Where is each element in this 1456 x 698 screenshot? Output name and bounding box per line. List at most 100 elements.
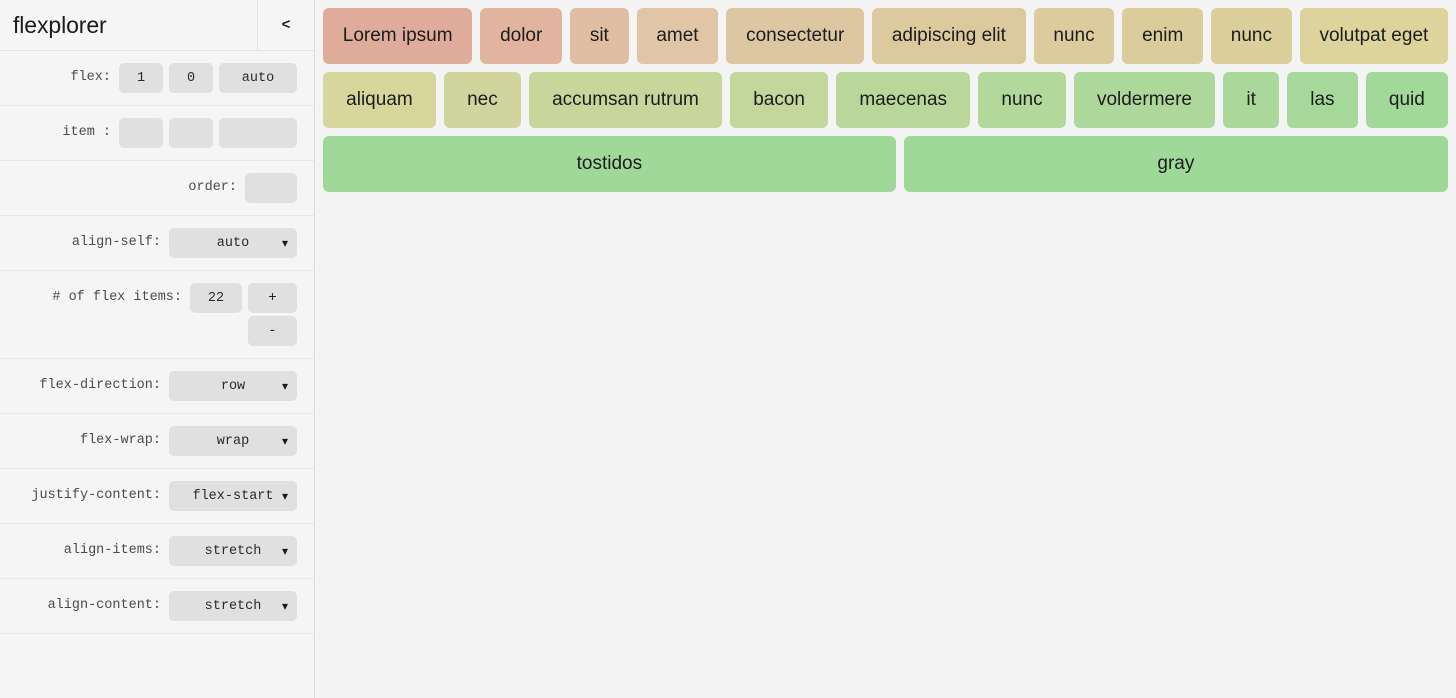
control-row-flex: flex: — [0, 51, 314, 106]
item-input-1[interactable] — [119, 118, 163, 148]
flex-item[interactable]: nunc — [978, 72, 1066, 128]
justify-content-select-wrap: flex-startflex-endcenterspace-betweenspa… — [169, 481, 297, 511]
flex-item[interactable]: bacon — [730, 72, 829, 128]
flex-item-count-input[interactable] — [190, 283, 242, 313]
flex-item[interactable]: enim — [1122, 8, 1204, 64]
flex-item[interactable]: nunc — [1033, 8, 1115, 64]
flex-item-label: enim — [1142, 25, 1184, 46]
control-label-flex-direction: flex-direction: — [39, 378, 161, 393]
flex-item-label: voldermere — [1096, 89, 1192, 110]
control-label-align-content: align-content: — [47, 598, 161, 613]
flex-item[interactable]: dolor — [480, 8, 563, 64]
control-fields-align-content: stretchflex-startflex-endcenterspace-bet… — [169, 591, 297, 621]
flex-item-label: sit — [589, 25, 609, 46]
align-content-select[interactable]: stretchflex-startflex-endcenterspace-bet… — [169, 591, 297, 621]
flex-item-label: accumsan rutrum — [552, 89, 699, 110]
flex-item-label: gray — [1157, 153, 1195, 174]
flex-item[interactable]: nec — [443, 72, 521, 128]
flex-item-label: amet — [656, 25, 699, 46]
control-label-align-items: align-items: — [63, 543, 161, 558]
item-input-3[interactable] — [219, 118, 297, 148]
decrement-items-button[interactable]: - — [248, 316, 297, 346]
control-fields-flex — [119, 63, 297, 93]
flex-wrap-select[interactable]: nowrapwrapwrap-reverse — [169, 426, 297, 456]
control-fields-flex-item-count: +- — [190, 283, 297, 346]
control-label-order: order: — [188, 180, 237, 195]
flex-item[interactable]: sit — [570, 8, 629, 64]
flex-item[interactable]: maecenas — [836, 72, 971, 128]
flex-item-label: nunc — [1230, 25, 1272, 46]
flex-input-2[interactable] — [169, 63, 213, 93]
control-label-flex: flex: — [70, 70, 111, 85]
control-fields-align-items: stretchflex-startflex-endcenterbaseline — [169, 536, 297, 566]
order-input[interactable] — [245, 173, 297, 203]
flex-item-label: nunc — [1001, 89, 1043, 110]
control-row-align-self: align-self: autoflex-startflex-endcenterb… — [0, 216, 314, 271]
control-row-order: order: — [0, 161, 314, 216]
flex-item[interactable]: nunc — [1211, 8, 1292, 64]
flex-item[interactable]: Lorem ipsum — [323, 8, 473, 64]
flex-item-label: volutpat eget — [1319, 25, 1429, 46]
control-row-flex-item-count: # of flex items: +- — [0, 271, 314, 359]
app-title: flexplorer — [13, 11, 107, 38]
control-fields-justify-content: flex-startflex-endcenterspace-betweenspa… — [169, 481, 297, 511]
justify-content-select[interactable]: flex-startflex-endcenterspace-betweenspa… — [169, 481, 297, 511]
flex-item-label: maecenas — [859, 89, 948, 110]
sidebar-header: flexplorer < — [0, 0, 314, 51]
flex-item-label: dolor — [500, 25, 543, 46]
flex-item[interactable]: las — [1287, 72, 1358, 128]
control-fields-flex-direction: rowrow-reversecolumncolumn-reverse — [169, 371, 297, 401]
control-row-flex-wrap: flex-wrap: nowrapwrapwrap-reverse — [0, 414, 314, 469]
control-label-justify-content: justify-content: — [31, 488, 161, 503]
flex-item-label: it — [1246, 89, 1256, 110]
flex-item-label: Lorem ipsum — [342, 25, 453, 46]
flex-item[interactable]: tostidos — [323, 136, 896, 192]
chevron-left-icon[interactable]: < — [257, 0, 314, 50]
flex-item-count-stepper: +- — [248, 283, 297, 346]
control-row-item: item : — [0, 106, 314, 161]
align-items-select[interactable]: stretchflex-startflex-endcenterbaseline — [169, 536, 297, 566]
control-fields-order — [245, 173, 297, 203]
sidebar: flexplorer < flex: item : order: align-self… — [0, 0, 315, 698]
control-label-item: item : — [62, 125, 111, 140]
flex-direction-select[interactable]: rowrow-reversecolumncolumn-reverse — [169, 371, 297, 401]
flex-item-label: bacon — [753, 89, 805, 110]
align-self-select-wrap: autoflex-startflex-endcenterbaselinestre… — [169, 228, 297, 258]
control-fields-item — [119, 118, 297, 148]
flex-item[interactable]: consectetur — [726, 8, 865, 64]
control-fields-flex-wrap: nowrapwrapwrap-reverse — [169, 426, 297, 456]
control-label-align-self: align-self: — [71, 235, 161, 250]
flex-item[interactable]: it — [1223, 72, 1280, 128]
flex-item-label: aliquam — [346, 89, 413, 110]
flex-item[interactable]: volutpat eget — [1299, 8, 1449, 64]
flex-item[interactable]: amet — [636, 8, 719, 64]
align-self-select[interactable]: autoflex-startflex-endcenterbaselinestre… — [169, 228, 297, 258]
sidebar-controls: flex: item : order: align-self: autoflex-sta… — [0, 51, 314, 634]
flex-wrap-select-wrap: nowrapwrapwrap-reverse — [169, 426, 297, 456]
item-input-2[interactable] — [169, 118, 213, 148]
flex-item[interactable]: quid — [1365, 72, 1448, 128]
flex-item-label: nec — [467, 89, 498, 110]
flex-item[interactable]: aliquam — [323, 72, 436, 128]
control-row-flex-direction: flex-direction: rowrow-reversecolumncolum… — [0, 359, 314, 414]
flex-item[interactable]: adipiscing elit — [872, 8, 1026, 64]
align-content-select-wrap: stretchflex-startflex-endcenterspace-bet… — [169, 591, 297, 621]
increment-items-button[interactable]: + — [248, 283, 297, 313]
flex-item[interactable]: accumsan rutrum — [528, 72, 723, 128]
flex-input-3[interactable] — [219, 63, 297, 93]
flex-item-label: quid — [1388, 89, 1425, 110]
flex-item-label: tostidos — [576, 153, 643, 174]
control-row-justify-content: justify-content: flex-startflex-endcenter… — [0, 469, 314, 524]
control-row-align-items: align-items: stretchflex-startflex-endcen… — [0, 524, 314, 579]
flex-container: Lorem ipsum dolor sit amet consectetur adipis… — [323, 8, 1456, 200]
flex-input-1[interactable] — [119, 63, 163, 93]
flex-item-label: las — [1310, 89, 1335, 110]
control-label-flex-wrap: flex-wrap: — [79, 433, 161, 448]
flex-item-label: consectetur — [746, 25, 845, 46]
flex-item[interactable]: gray — [903, 136, 1449, 192]
flex-item[interactable]: voldermere — [1073, 72, 1216, 128]
control-row-align-content: align-content: stretchflex-startflex-endc… — [0, 579, 314, 634]
control-label-flex-item-count: # of flex items: — [52, 290, 182, 305]
control-fields-align-self: autoflex-startflex-endcenterbaselinestre… — [169, 228, 297, 258]
